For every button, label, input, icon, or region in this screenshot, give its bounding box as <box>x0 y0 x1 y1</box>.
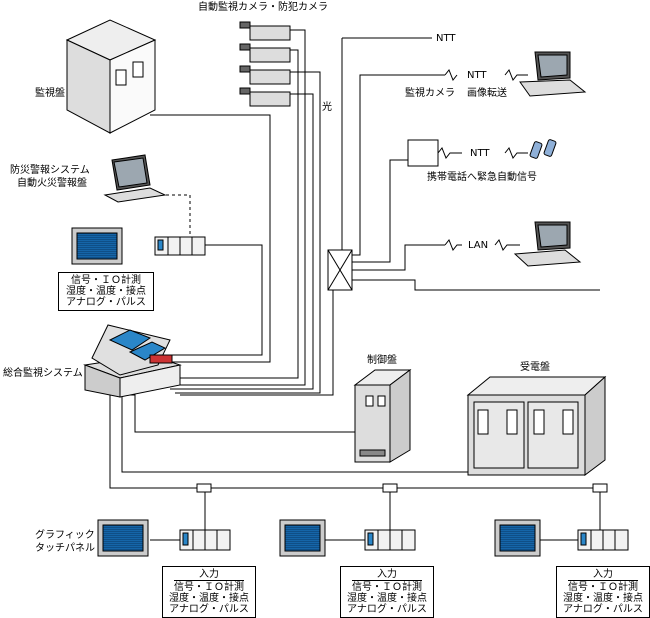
io-line-3: アナログ・パルス <box>66 297 146 308</box>
control-panel-cabinet <box>353 369 412 463</box>
input-line-1: 信号・ＩＯ計測 <box>352 582 422 593</box>
input-title: 入力 <box>568 569 638 581</box>
plc-bottom-2 <box>364 529 416 551</box>
laptop-lan <box>513 221 582 267</box>
crt-monitor-bottom-2 <box>279 519 326 557</box>
phones <box>529 139 557 159</box>
input-line-2: 湿度・温度・接点 <box>169 593 249 604</box>
ntt-top-label: NTT <box>436 33 456 44</box>
monitor-panel-cabinet <box>65 19 157 134</box>
crt-monitor-left <box>71 227 123 265</box>
crt-monitor-bottom-3 <box>494 519 541 557</box>
graphic-touch-label-1: グラフィック <box>35 530 95 541</box>
disaster-label-1: 防災警報システム <box>10 165 90 176</box>
optical-label: 光 <box>322 102 332 113</box>
input-line-2: 湿度・温度・接点 <box>563 593 643 604</box>
input-box-3: 入力 信号・ＩＯ計測 湿度・温度・接点 アナログ・パルス <box>556 566 650 618</box>
input-box-2: 入力 信号・ＩＯ計測 湿度・温度・接点 アナログ・パルス <box>340 566 434 618</box>
io-line-1: 信号・ＩＯ計測 <box>71 275 141 286</box>
graphic-touch-label-2: タッチパネル <box>35 543 95 554</box>
io-info-box: 信号・ＩＯ計測 湿度・温度・接点 アナログ・パルス <box>58 272 154 311</box>
camera-group <box>239 21 291 107</box>
junction-box <box>327 249 353 291</box>
cameras-label: 自動監視カメラ・防犯カメラ <box>198 2 328 13</box>
input-title: 入力 <box>174 569 244 581</box>
integrated-system-label: 総合監視システム <box>3 368 83 379</box>
input-line-3: アナログ・パルス <box>563 604 643 615</box>
plc-bottom-1 <box>179 529 231 551</box>
lan-label: LAN <box>468 240 489 251</box>
disaster-label-2: 自動火災警報盤 <box>17 178 87 189</box>
relay-box <box>407 139 439 167</box>
laptop-camera-transfer <box>519 51 587 97</box>
plc-left <box>154 236 206 256</box>
io-line-2: 湿度・温度・接点 <box>66 286 146 297</box>
integrated-console <box>83 324 182 398</box>
phone-signal-label: 携帯電話へ緊急自動信号 <box>427 172 537 183</box>
monitor-panel-label: 監視盤 <box>35 88 65 99</box>
input-line-2: 湿度・温度・接点 <box>347 593 427 604</box>
laptop-disaster <box>103 154 167 203</box>
input-box-1: 入力 信号・ＩＯ計測 湿度・温度・接点 アナログ・パルス <box>162 566 256 618</box>
crt-monitor-bottom-1 <box>97 519 149 557</box>
power-receiving-panel <box>466 375 607 476</box>
ntt-phone-label: NTT <box>470 148 490 159</box>
input-line-1: 信号・ＩＯ計測 <box>174 582 244 593</box>
input-title: 入力 <box>352 569 422 581</box>
input-line-3: アナログ・パルス <box>169 604 249 615</box>
input-line-3: アナログ・パルス <box>347 604 427 615</box>
ntt-camera-label: NTT <box>467 70 487 81</box>
input-line-1: 信号・ＩＯ計測 <box>568 582 638 593</box>
power-panel-label: 受電盤 <box>520 362 550 373</box>
control-panel-label: 制御盤 <box>367 355 397 366</box>
camera-transfer-right-label: 画像転送 <box>467 88 507 99</box>
camera-transfer-left-label: 監視カメラ <box>405 88 455 99</box>
plc-bottom-3 <box>577 529 629 551</box>
